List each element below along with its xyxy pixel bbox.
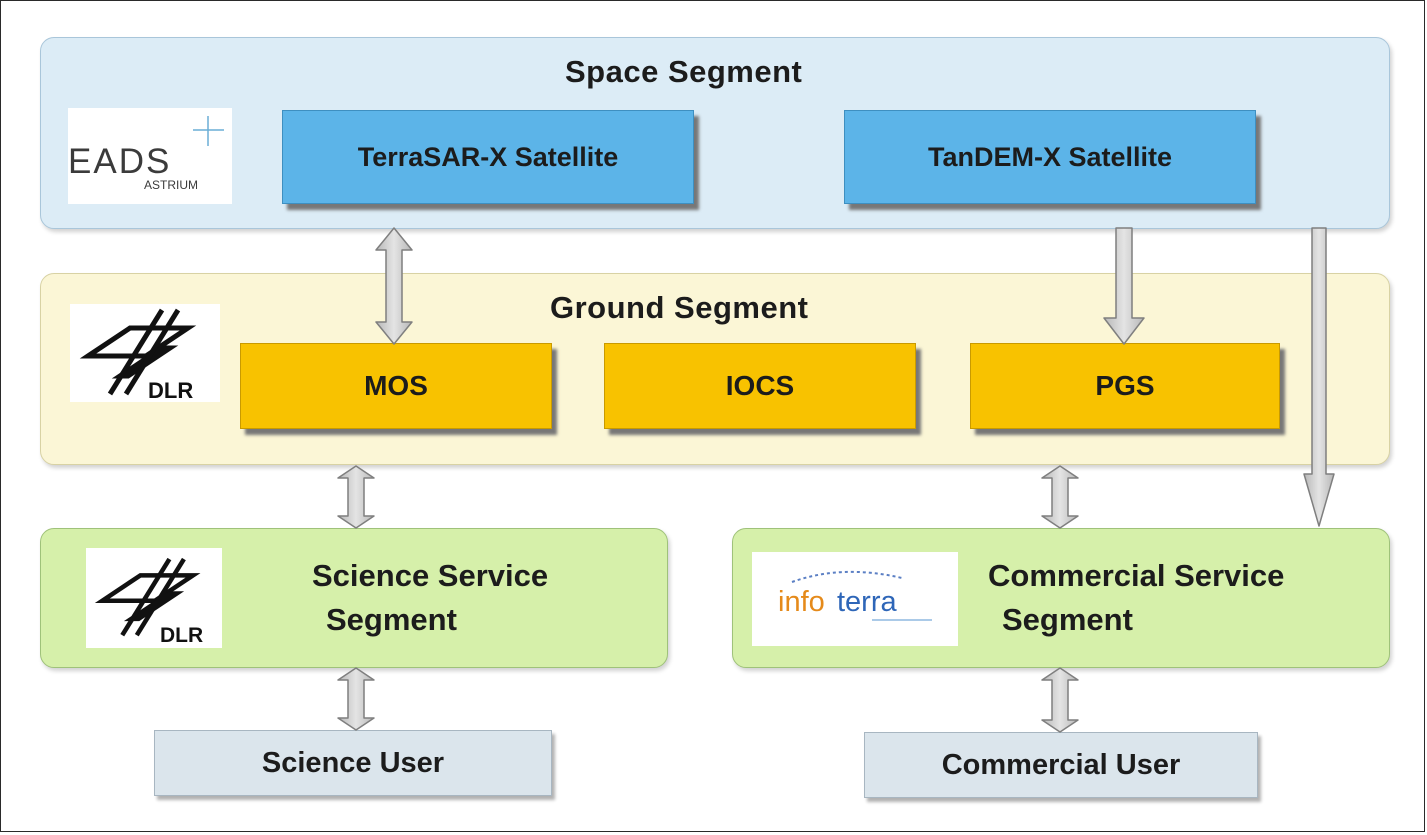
iocs-box: IOCS xyxy=(604,343,916,429)
pgs-label: PGS xyxy=(1095,370,1155,401)
science-user-double-arrow xyxy=(337,667,375,731)
commercial-service-title-line1: Commercial Service xyxy=(988,558,1285,593)
commercial-service-title-line2: Segment xyxy=(1002,602,1133,637)
ground-commercial-double-arrow xyxy=(1041,465,1079,529)
science-user-label: Science User xyxy=(261,746,445,779)
science-user-box: Science User xyxy=(154,730,552,796)
infoterra-swoosh-icon xyxy=(791,570,932,621)
infoterra-logo-text-info: info xyxy=(778,586,825,618)
commercial-user-double-arrow xyxy=(1041,667,1079,733)
commercial-user-box: Commercial User xyxy=(864,732,1258,798)
eads-logo-text: EADS xyxy=(68,142,172,181)
tandem-x-label: TanDEM-X Satellite xyxy=(927,141,1173,172)
mos-label: MOS xyxy=(364,370,428,401)
tandem-x-satellite-box: TanDEM-X Satellite xyxy=(844,110,1256,204)
science-service-title-line2: Segment xyxy=(326,602,457,637)
commercial-user-label: Commercial User xyxy=(941,748,1181,781)
dlr-logo-ground: DLR xyxy=(70,304,220,403)
astrium-logo-text: ASTRIUM xyxy=(144,178,198,192)
science-service-title-line1: Science Service xyxy=(312,558,549,593)
dlr-logo-text: DLR xyxy=(148,378,194,403)
terrasar-x-satellite-box: TerraSAR-X Satellite xyxy=(282,110,694,204)
dlr-emblem-icon xyxy=(94,557,201,637)
space-segment-title: Space Segment xyxy=(565,54,803,89)
space-commercial-down-arrow xyxy=(1303,227,1335,527)
iocs-label: IOCS xyxy=(725,370,795,401)
dlr-emblem-icon xyxy=(79,308,197,396)
dlr-logo-science: DLR xyxy=(86,548,222,648)
infoterra-logo-text-terra: terra xyxy=(837,586,897,618)
terrasar-mos-double-arrow xyxy=(375,227,413,345)
commercial-service-title: Commercial Service Segment xyxy=(988,554,1284,642)
eads-star-icon xyxy=(193,116,224,146)
tandem-pgs-down-arrow xyxy=(1103,227,1145,345)
infoterra-logo: info terra xyxy=(752,552,958,646)
science-service-title: Science Service Segment xyxy=(312,554,548,642)
mos-box: MOS xyxy=(240,343,552,429)
ground-segment-title: Ground Segment xyxy=(550,290,809,325)
terrasar-x-label: TerraSAR-X Satellite xyxy=(357,141,619,172)
ground-science-double-arrow xyxy=(337,465,375,529)
dlr-logo-text: DLR xyxy=(160,624,204,647)
eads-astrium-logo: EADS ASTRIUM xyxy=(68,108,232,204)
